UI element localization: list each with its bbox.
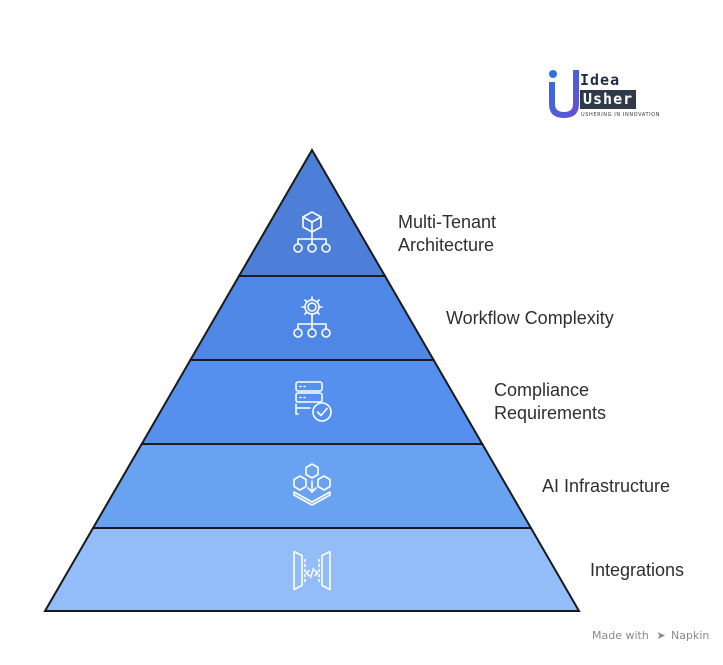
napkin-logo-icon: ➤ (656, 629, 666, 642)
tier-label-line: Architecture (398, 235, 495, 255)
logo-u-mark-icon (549, 70, 579, 118)
cube-hierarchy-icon (293, 211, 331, 253)
code-brackets-icon (293, 550, 331, 591)
tier-label-line: Multi-Tenant (398, 212, 497, 232)
gear-hierarchy-icon (293, 296, 331, 338)
pyramid-tier-1 (237, 148, 387, 277)
made-with-napkin-footer: Made with ➤ Napkin (592, 629, 709, 642)
tier-label-line: AI Infrastructure (542, 476, 671, 496)
napkin-brand-text: Napkin (671, 629, 710, 642)
tier-label-workflow: Workflow Complexity (446, 307, 614, 330)
made-with-text: Made with (592, 629, 649, 642)
tier-label-integrations: Integrations (590, 559, 684, 582)
tier-label-ai-infrastructure: AI Infrastructure (542, 475, 670, 498)
hexagon-network-icon (293, 463, 331, 506)
pyramid-tier-5 (43, 527, 581, 612)
logo-word-usher: Usher (580, 90, 637, 109)
tier-label-multi-tenant: Multi-Tenant Architecture (398, 211, 496, 257)
tier-label-line: Requirements (494, 403, 607, 423)
logo-tagline: USHERING IN INNOVATION (581, 112, 661, 118)
tier-label-line: Integrations (590, 560, 685, 580)
logo-word-idea: Idea (580, 71, 621, 89)
tier-label-line: Workflow Complexity (446, 308, 614, 328)
server-checkmark-icon (295, 381, 332, 422)
tier-label-line: Compliance (494, 380, 590, 400)
tier-label-compliance: Compliance Requirements (494, 379, 606, 425)
idea-usher-logo: Idea Usher USHERING IN INNOVATION (544, 68, 676, 122)
